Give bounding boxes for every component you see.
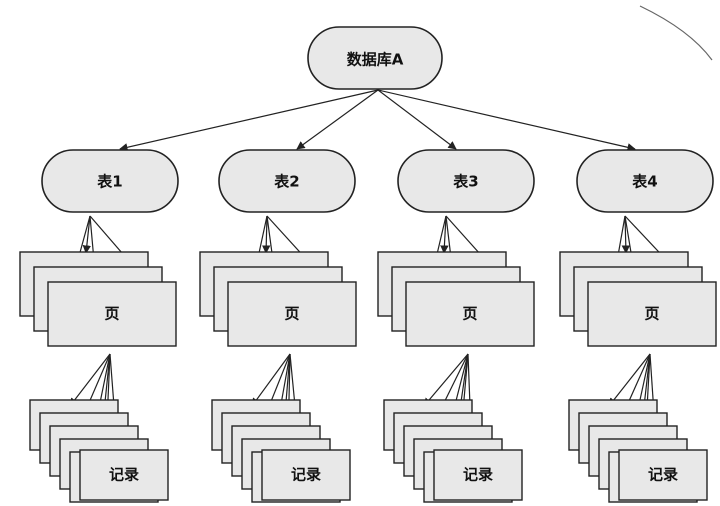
record-box-2-6 (261, 449, 351, 501)
stamp-mark (639, 5, 713, 61)
table-node-4 (576, 149, 714, 213)
edge-table-to-page-1-1 (82, 215, 91, 254)
table-label-2: 表2 (274, 173, 299, 191)
edge-table-to-page-2-1 (262, 215, 271, 254)
edge-db-to-table-2 (296, 89, 379, 150)
nodes-layer: 数据库A 表1 页记录 表2 页记录 表3 页记录 表4 页记录 (19, 5, 717, 503)
edge-page-to-record-3-1 (423, 353, 469, 407)
table-label-1: 表1 (97, 173, 122, 191)
edge-page-to-record-4-1 (608, 353, 651, 407)
table-node-1 (41, 149, 179, 213)
record-label-3: 记录 (463, 466, 493, 484)
record-label-2: 记录 (291, 466, 321, 484)
page-box-2-3 (227, 281, 357, 347)
edge-table-to-page-3-1 (440, 215, 449, 254)
edge-page-to-record-2-1 (251, 353, 291, 407)
table-node-3 (397, 149, 535, 213)
table-node-2 (218, 149, 356, 213)
page-label-4: 页 (644, 305, 659, 323)
record-box-4-6 (618, 449, 708, 501)
page-label-1: 页 (104, 305, 119, 323)
edge-page-to-record-1-1 (69, 353, 111, 407)
record-label-1: 记录 (109, 466, 139, 484)
page-box-1-3 (47, 281, 177, 347)
page-label-2: 页 (284, 305, 299, 323)
database-label: 数据库A (347, 51, 404, 69)
edge-table-to-page-4-1 (621, 215, 630, 254)
edge-db-to-table-4 (377, 89, 636, 152)
edge-db-to-table-1 (119, 89, 379, 152)
page-label-3: 页 (462, 305, 477, 323)
record-box-3-6 (433, 449, 523, 501)
page-box-3-3 (405, 281, 535, 347)
table-label-4: 表4 (632, 173, 657, 191)
table-label-3: 表3 (453, 173, 478, 191)
page-box-4-3 (587, 281, 717, 347)
record-label-4: 记录 (648, 466, 678, 484)
database-node (307, 26, 443, 90)
edge-db-to-table-3 (377, 89, 457, 150)
record-box-1-6 (79, 449, 169, 501)
